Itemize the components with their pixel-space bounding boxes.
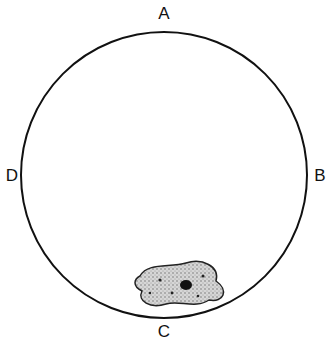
position-label: B (314, 167, 325, 184)
granule (171, 292, 174, 295)
granule (158, 278, 161, 281)
dish-outline (21, 32, 307, 318)
position-label: D (6, 167, 18, 184)
granule (149, 292, 151, 294)
granule (197, 295, 200, 298)
position-label: C (158, 323, 170, 340)
nucleus (180, 280, 192, 290)
granule (202, 275, 205, 278)
amoeba (135, 262, 223, 306)
position-label: A (158, 5, 169, 22)
